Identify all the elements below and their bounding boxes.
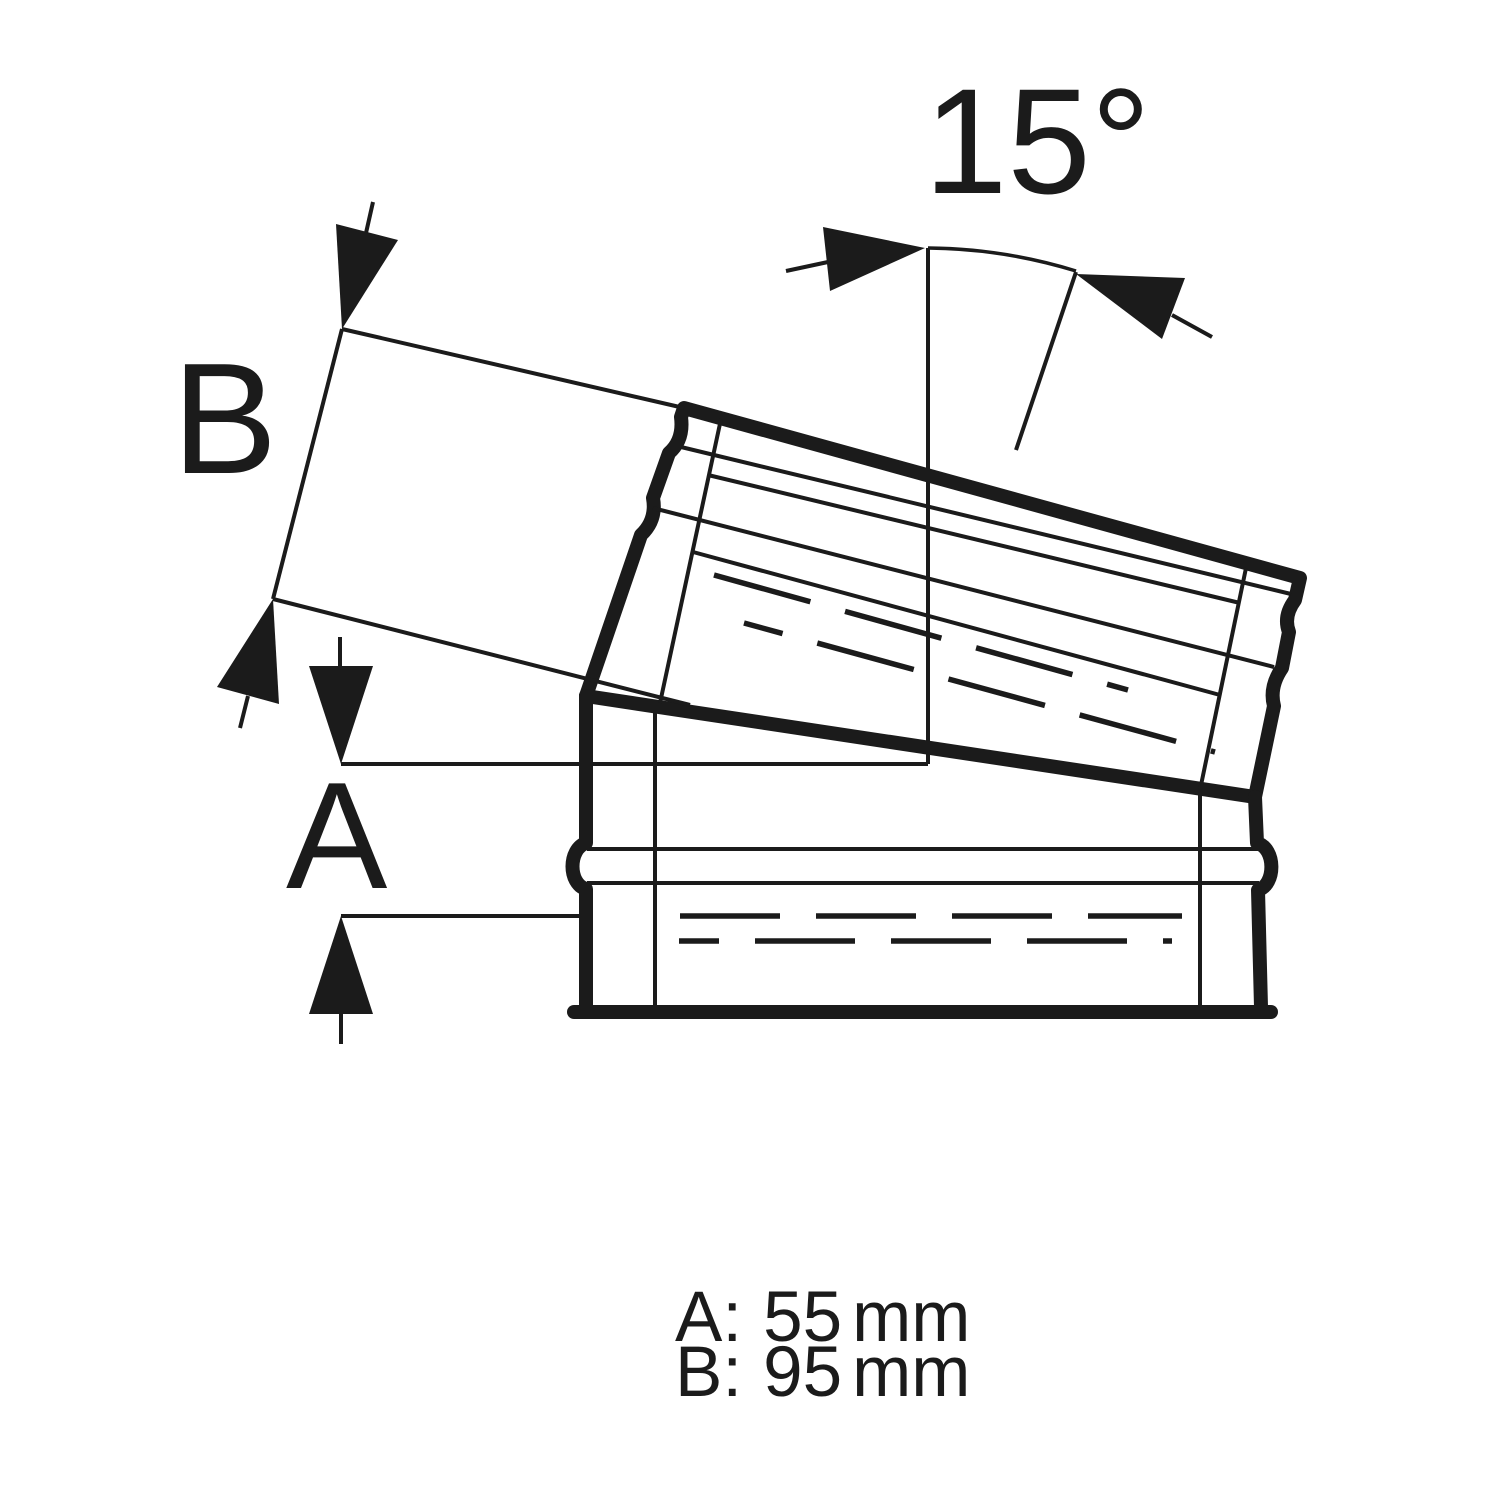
dimension-a-letter: A	[286, 751, 388, 921]
angle-arrowhead-right	[1076, 274, 1185, 339]
dimension-b-arrow-tail-bottom	[238, 695, 250, 729]
lower-pipe-right-edge	[1248, 790, 1279, 1014]
lower-pipe-left-edge	[565, 689, 593, 1014]
angle-arrowhead-left	[823, 227, 925, 291]
dimension-b	[217, 201, 691, 729]
dimension-b-line	[271, 328, 344, 600]
bend-crease-line	[579, 689, 1262, 804]
dimension-a-legend-label: A:	[675, 1278, 743, 1357]
dimension-b-extension-top	[341, 327, 685, 410]
upper-pipe-groove-line-1	[680, 445, 1292, 596]
upper-pipe-dashed-line-1	[713, 572, 1129, 693]
upper-pipe-inner-left-line	[658, 418, 723, 704]
dimension-a-legend-unit: mm	[852, 1278, 971, 1357]
pipe-hidden-lines	[679, 572, 1216, 944]
upper-pipe-dashed-line-2	[743, 620, 1216, 755]
dimension-b-arrowhead-bottom	[217, 599, 279, 704]
upper-pipe-groove-line-2	[707, 473, 1241, 605]
dimension-b-legend-unit: mm	[852, 1332, 971, 1412]
pipe-detail-lines	[587, 418, 1292, 1008]
dimension-a-arrowhead-bottom	[309, 916, 373, 1014]
upper-pipe-groove-line-3	[652, 506, 1275, 669]
upper-pipe-inner-right-line	[1198, 567, 1248, 791]
angle-dimension	[785, 227, 1213, 764]
dimension-b-letter: B	[172, 331, 278, 507]
dimension-a-arrowhead-top	[309, 666, 373, 764]
angle-arc	[927, 246, 1077, 273]
dimension-b-legend-value: 95	[763, 1332, 843, 1412]
dimension-b-arrow-tail-top	[364, 201, 375, 234]
dimension-b-legend-label: B:	[675, 1332, 743, 1412]
pipe-outline	[565, 401, 1307, 1019]
angle-slanted-reference-line	[1014, 271, 1078, 451]
upper-pipe-outline	[579, 401, 1307, 804]
dimension-b-extension-bottom	[272, 597, 691, 707]
upper-pipe-groove-line-4	[692, 550, 1221, 697]
angle-arrow-tail-right	[1171, 313, 1213, 339]
angle-value-label: 15°	[924, 57, 1151, 225]
dimension-a-legend-value: 55	[763, 1278, 843, 1357]
dimension-a	[309, 637, 928, 1044]
angle-arrow-tail-left	[785, 260, 829, 273]
dimension-b-arrowhead-top	[336, 224, 398, 329]
